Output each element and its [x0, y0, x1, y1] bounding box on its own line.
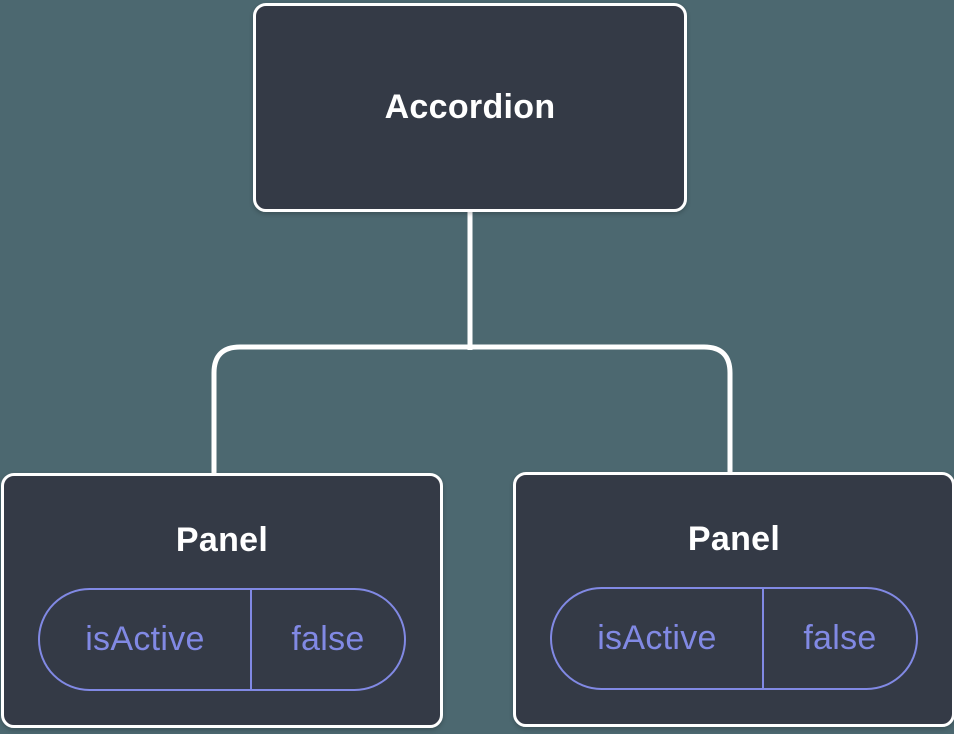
node-accordion: Accordion	[253, 3, 687, 212]
state-pill: isActive false	[38, 588, 406, 691]
node-panel-1: Panel isActive false	[1, 473, 443, 728]
node-panel-2: Panel isActive false	[513, 472, 954, 727]
state-value: false	[803, 619, 877, 657]
node-panel-1-label: Panel	[175, 521, 269, 559]
state-key: isActive	[552, 589, 764, 688]
state-value: false	[291, 620, 365, 658]
state-key: isActive	[40, 590, 252, 689]
node-accordion-label: Accordion	[384, 88, 556, 126]
connector-branch-bracket	[211, 344, 733, 475]
state-pill: isActive false	[550, 587, 918, 690]
node-panel-2-label: Panel	[687, 520, 781, 558]
